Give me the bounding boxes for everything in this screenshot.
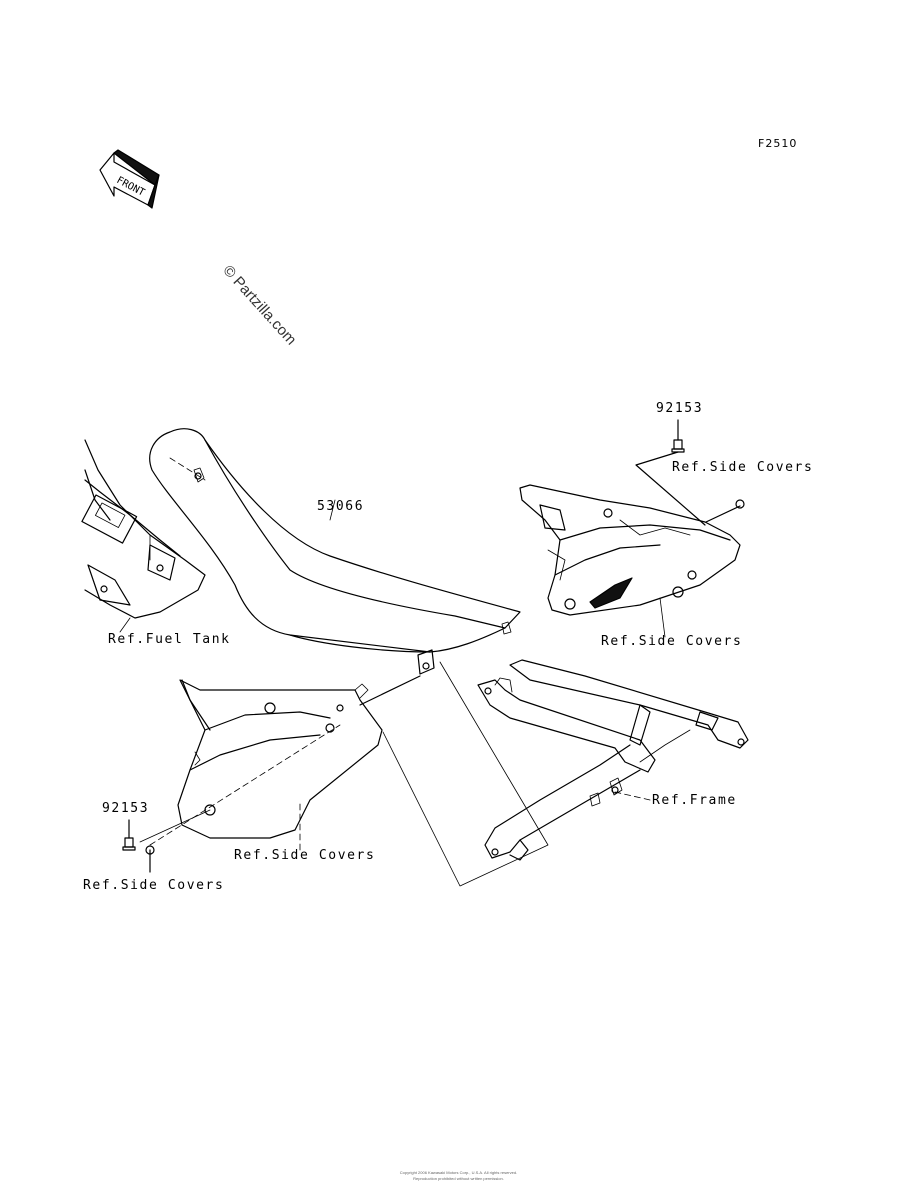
right-side-cover-drawing bbox=[519, 484, 741, 616]
label-ref-side-covers-bottom: Ref.Side Covers bbox=[83, 878, 225, 893]
front-arrow-icon: FRONT bbox=[99, 149, 160, 209]
label-92153-bottom: 92153 bbox=[102, 801, 150, 816]
seat-bracket-drawing bbox=[359, 649, 435, 706]
label-ref-side-covers-top: Ref.Side Covers bbox=[672, 460, 814, 475]
fuel-tank-drawing bbox=[81, 439, 206, 619]
label-53066: 53066 bbox=[317, 499, 365, 514]
leader-lines bbox=[119, 499, 666, 887]
bolt-92153-bottom-icon bbox=[122, 809, 211, 873]
label-ref-side-covers-mid: Ref.Side Covers bbox=[234, 848, 376, 863]
label-ref-side-covers-right: Ref.Side Covers bbox=[601, 634, 743, 649]
figure-code: F2510 bbox=[758, 137, 798, 150]
label-ref-frame: Ref.Frame bbox=[652, 793, 737, 808]
label-ref-fuel-tank: Ref.Fuel Tank bbox=[108, 632, 231, 647]
frame-drawing bbox=[477, 659, 749, 861]
bolt-92153-top-icon bbox=[635, 419, 745, 526]
footer-copyright: Copyright 2006 Kawasaki Motors Corp., U.… bbox=[399, 1170, 518, 1175]
left-side-cover-drawing bbox=[149, 679, 383, 846]
footer-notice: Reproduction prohibited without written … bbox=[413, 1176, 504, 1181]
label-92153-top: 92153 bbox=[656, 401, 704, 416]
seat-drawing bbox=[149, 428, 521, 653]
